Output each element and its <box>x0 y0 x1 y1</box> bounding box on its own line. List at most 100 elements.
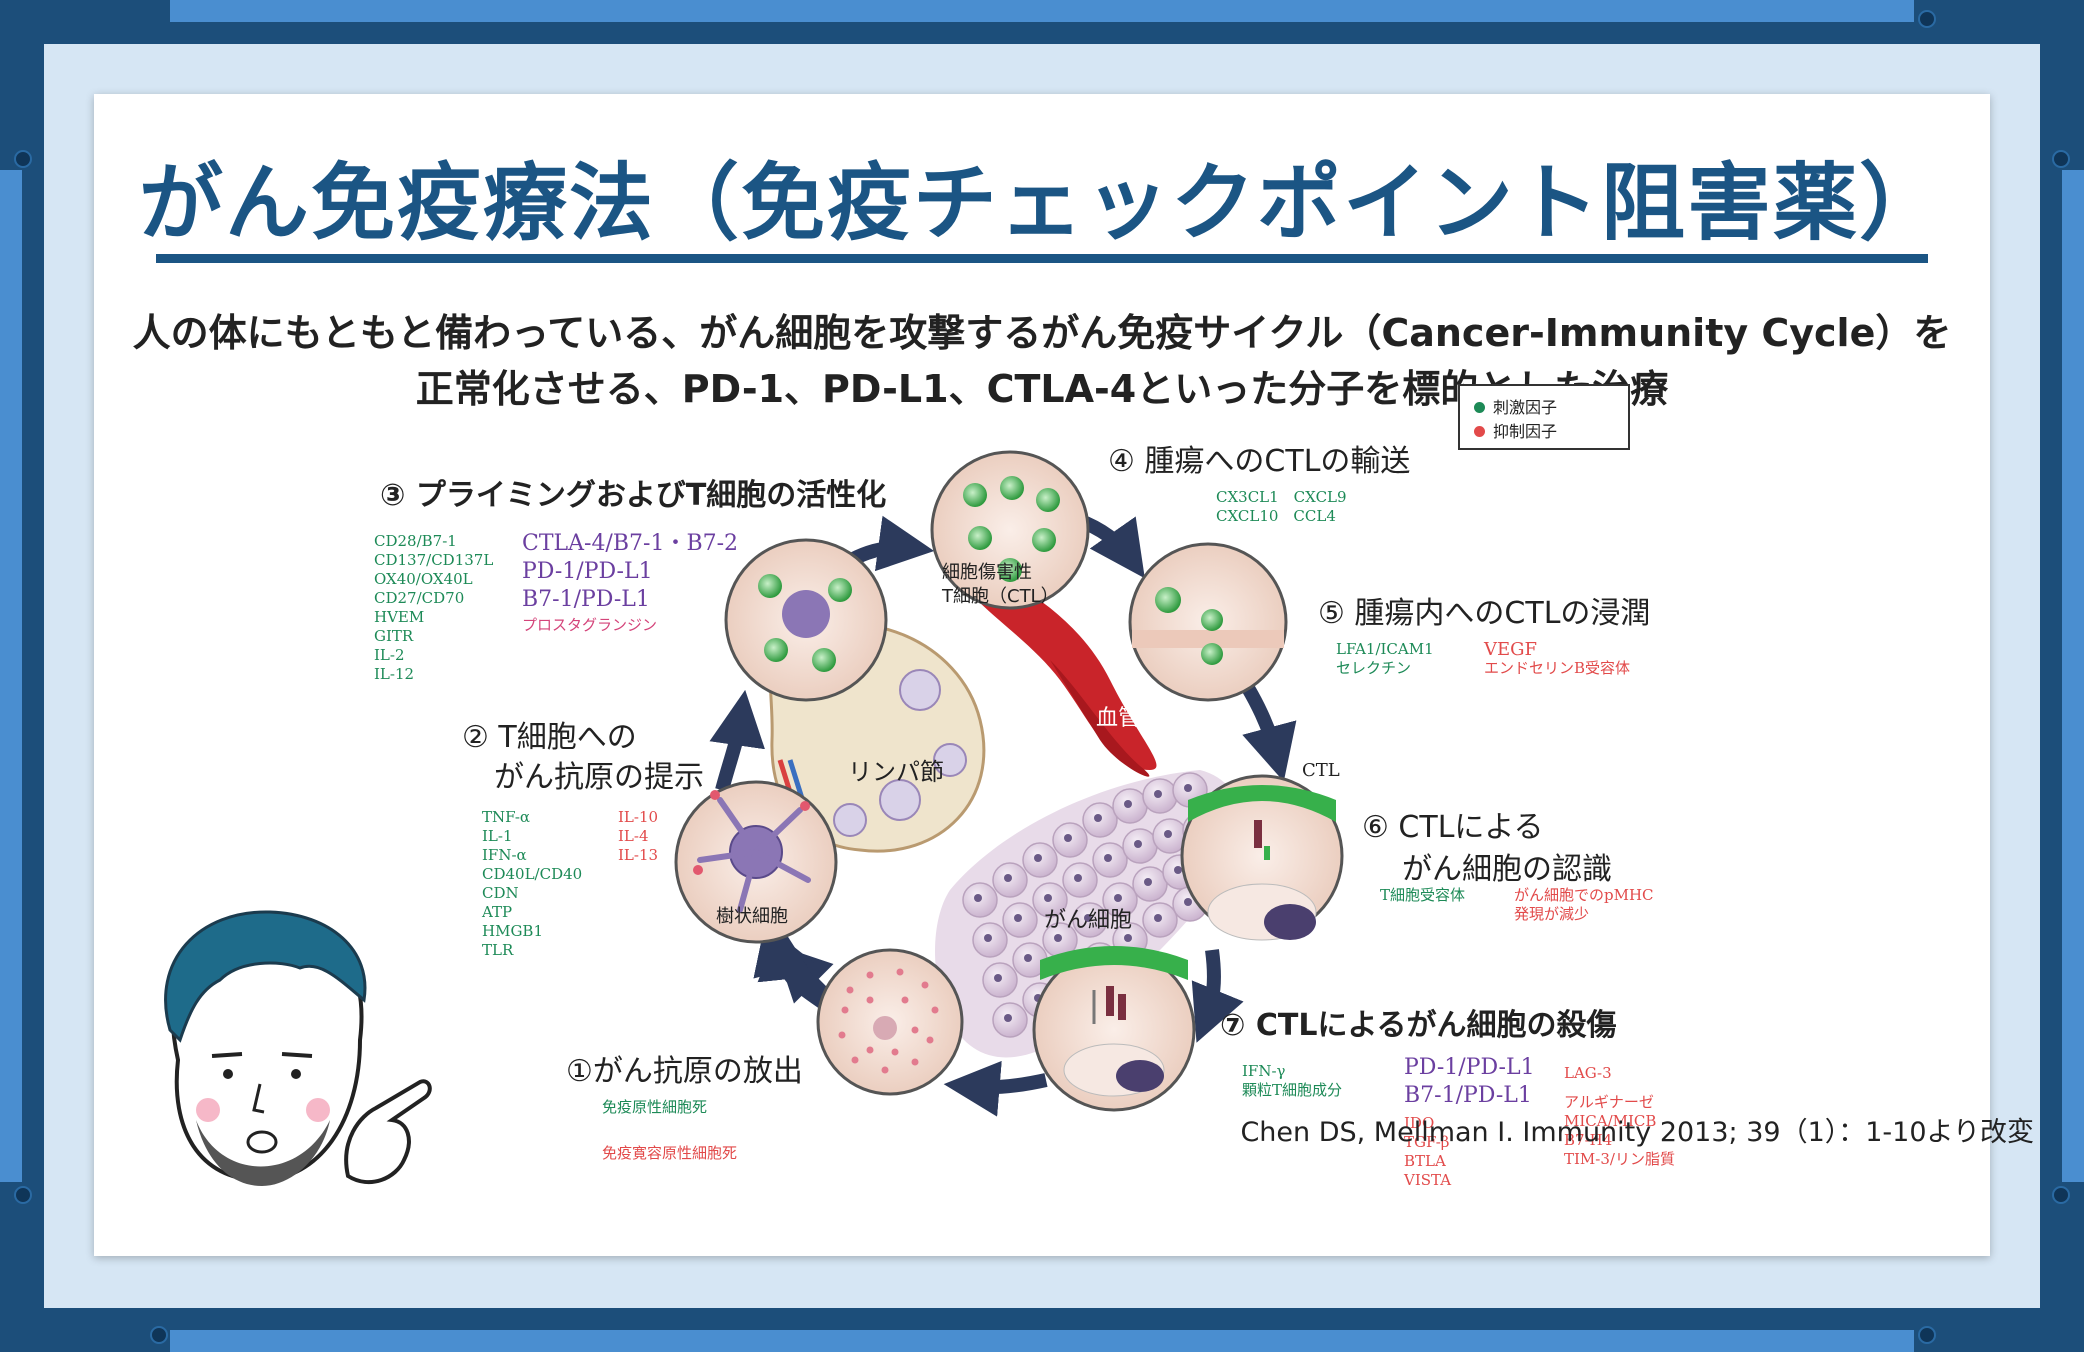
antigen-dot <box>896 968 904 976</box>
frame-band-top <box>170 0 1914 22</box>
antigen-dot <box>851 1056 859 1064</box>
tumor-cell-nucleus <box>1134 840 1142 848</box>
pointing-hand <box>344 1079 432 1185</box>
tumor-cell-nucleus <box>1114 894 1122 902</box>
antigen-dot <box>838 1031 846 1039</box>
legend: 刺激因子 抑制因子 <box>1458 384 1630 450</box>
tumor-cell-nucleus <box>1004 874 1012 882</box>
step-6-inhibitory-list: がん細胞でのpMHC 発現が減少 <box>1514 886 1654 924</box>
factor-item: CD40L/CD40 <box>482 865 583 883</box>
factor-item: VISTA <box>1404 1171 1452 1189</box>
tumor-cell-nucleus <box>1004 1014 1012 1022</box>
frame-band-right <box>2062 170 2084 1182</box>
factor-item: CD27/CD70 <box>374 589 465 607</box>
corner-bolt <box>2052 1186 2070 1204</box>
page-title: がん免疫療法（免疫チェックポイント阻害薬） <box>138 154 1945 252</box>
tumor-cell-nucleus <box>1174 866 1182 874</box>
ctl-label-line1: 細胞傷害性 <box>942 562 1032 583</box>
inset-antigen-release <box>816 948 964 1096</box>
dendritic-cell-label: 樹状細胞 <box>716 906 788 927</box>
checkpoint-item: PD-1/PD-L1 <box>1404 1055 1535 1080</box>
factor-item: B7-H4 <box>1564 1131 1613 1149</box>
antigen-dot <box>911 1058 919 1066</box>
step-1-stimulatory: 免疫原性細胞死 <box>602 1098 708 1116</box>
step-3-checkpoint-list: CTLA-4/B7-1・B7-2 PD-1/PD-L1 B7-1/PD-L1 プ… <box>522 530 738 635</box>
tumor-cell-nucleus <box>1164 830 1172 838</box>
inset-priming <box>724 538 888 702</box>
blood-vessel <box>960 560 1157 777</box>
corner-bolt <box>150 1326 168 1344</box>
step-4-stimulatory-list: CX3CL1 CXCL9 CXCL10 CCL4 <box>1216 488 1347 526</box>
factor-item: GITR <box>374 627 414 645</box>
factor-item: IL-13 <box>618 846 659 864</box>
factor-item: エンドセリンB受容体 <box>1484 659 1631 677</box>
inset-ctl-expansion <box>930 450 1090 610</box>
antigen-dot <box>926 1036 934 1044</box>
tumor-cell-nucleus <box>1034 854 1042 862</box>
factor-item: IDO <box>1404 1114 1435 1132</box>
corner-bolt <box>1918 1326 1936 1344</box>
corner-bolt <box>1918 10 1936 28</box>
cancer-cell-label: がん細胞 <box>1044 908 1133 933</box>
step-2-stimulatory-list: TNF-α IL-1 IFN-α CD40L/CD40 CDN ATP HMGB… <box>482 808 582 960</box>
vessel-label: 血管 <box>1096 706 1141 731</box>
step-6-heading-line1: ⑥ CTLによる <box>1362 810 1544 845</box>
step-6-heading-line2: がん細胞の認識 <box>1402 852 1612 887</box>
tumor-cell-nucleus <box>1124 800 1132 808</box>
step-6-stimulatory: T細胞受容体 <box>1380 886 1466 904</box>
factor-item: IL-10 <box>618 808 659 826</box>
red-dot-icon <box>1474 426 1485 437</box>
lymph-node-label: リンパ節 <box>848 758 944 786</box>
antigen-dot <box>881 1066 889 1074</box>
green-dot-icon <box>1474 402 1485 413</box>
antigen-dot <box>911 1026 919 1034</box>
inset-infiltration <box>1128 542 1288 702</box>
citation: Chen DS, Mellman I. Immunity 2013; 39（1）… <box>1240 1117 2034 1148</box>
tumor-cell-nucleus <box>1124 934 1132 942</box>
tumor-cell-nucleus <box>1154 790 1162 798</box>
checkpoint-item: B7-1/PD-L1 <box>1404 1083 1532 1108</box>
factor-item: CD28/B7-1 <box>374 532 457 550</box>
tumor-cell-nucleus <box>1014 914 1022 922</box>
antigen-dot <box>841 1006 849 1014</box>
step-3-heading: ③ プライミングおよびT細胞の活性化 <box>380 478 887 513</box>
step-1-inhibitory: 免疫寛容原性細胞死 <box>602 1144 738 1162</box>
checkpoint-item: CTLA-4/B7-1・B7-2 <box>522 531 739 556</box>
step-4-heading: ④ 腫瘍へのCTLの輸送 <box>1108 444 1411 479</box>
lead-line-1: 人の体にもともと備わっている、がん細胞を攻撃するがん免疫サイクル（Cancer-… <box>132 311 1952 355</box>
factor-item: IFN-γ <box>1242 1062 1286 1080</box>
antigen-dot <box>866 1046 874 1054</box>
title-underline <box>156 254 1928 263</box>
factor-item: CXCL10 CCL4 <box>1216 507 1336 525</box>
tumor-cell-nucleus <box>1044 894 1052 902</box>
factor-item: アルギナーゼ <box>1564 1093 1654 1111</box>
inset-dendritic-cell <box>674 780 838 944</box>
factor-item: TIM-3/リン脂質 <box>1564 1150 1675 1168</box>
factor-item: LFA1/ICAM1 <box>1336 640 1434 658</box>
corner-bolt <box>14 1186 32 1204</box>
tumor-cell-nucleus <box>994 974 1002 982</box>
inset-recognition <box>1180 774 1344 941</box>
step-5-inhibitory-list: VEGF エンドセリンB受容体 <box>1484 640 1630 678</box>
factor-item: IL-4 <box>618 827 649 845</box>
factor-item: IL-12 <box>374 665 415 683</box>
tumor-cell-nucleus <box>1104 854 1112 862</box>
legend-stimulatory: 刺激因子 <box>1474 394 1557 418</box>
checkpoint-item: PD-1/PD-L1 <box>522 559 653 584</box>
tumor-cell-nucleus <box>1154 914 1162 922</box>
tumor-cell-nucleus <box>1144 878 1152 886</box>
step-3-stimulatory-list: CD28/B7-1 CD137/CD137L OX40/OX40L CD27/C… <box>374 532 493 684</box>
factor-item: IFN-α <box>482 846 527 864</box>
factor-item: CX3CL1 CXCL9 <box>1216 488 1347 506</box>
tumor-cell-nucleus <box>1094 814 1102 822</box>
tumor-cell-nucleus <box>1184 898 1192 906</box>
factor-item: セレクチン <box>1336 659 1412 677</box>
factor-item: 発現が減少 <box>1514 905 1590 923</box>
step-2-heading-line2: がん抗原の提示 <box>494 760 704 795</box>
factor-item: HMGB1 <box>482 922 543 940</box>
step-1-heading: ①がん抗原の放出 <box>566 1054 803 1089</box>
factor-item: LAG-3 <box>1564 1064 1612 1082</box>
factor-item: プロスタグランジン <box>522 616 658 634</box>
antigen-dot <box>901 996 909 1004</box>
